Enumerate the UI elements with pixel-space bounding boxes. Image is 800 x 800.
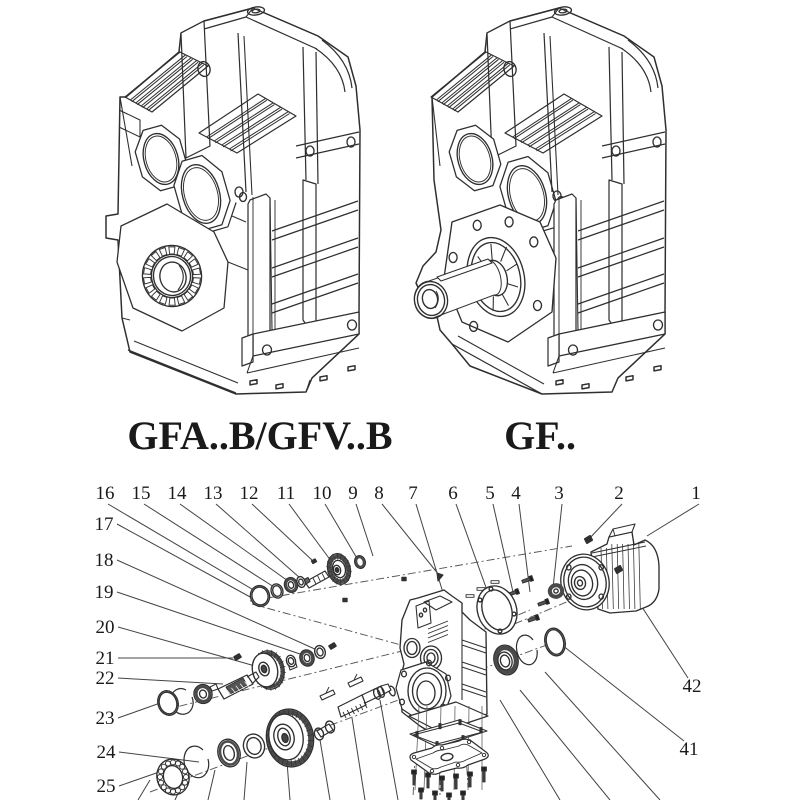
svg-text:19: 19 xyxy=(95,582,114,603)
svg-text:41: 41 xyxy=(680,739,699,760)
svg-text:25: 25 xyxy=(97,776,116,797)
svg-text:23: 23 xyxy=(96,708,115,729)
svg-text:17: 17 xyxy=(95,514,114,535)
svg-text:16: 16 xyxy=(96,483,115,504)
svg-text:13: 13 xyxy=(204,483,223,504)
svg-text:3: 3 xyxy=(554,483,564,504)
svg-text:7: 7 xyxy=(408,483,418,504)
svg-text:5: 5 xyxy=(485,483,495,504)
svg-text:2: 2 xyxy=(614,483,624,504)
svg-text:14: 14 xyxy=(168,483,188,504)
svg-text:21: 21 xyxy=(96,648,115,669)
svg-text:12: 12 xyxy=(240,483,259,504)
svg-text:6: 6 xyxy=(448,483,458,504)
svg-text:22: 22 xyxy=(96,668,115,689)
svg-text:20: 20 xyxy=(96,617,115,638)
svg-text:15: 15 xyxy=(132,483,151,504)
svg-text:24: 24 xyxy=(97,742,117,763)
svg-text:11: 11 xyxy=(277,483,295,504)
svg-text:GFA..B/GFV..B: GFA..B/GFV..B xyxy=(127,413,392,458)
svg-text:10: 10 xyxy=(313,483,332,504)
svg-text:9: 9 xyxy=(348,483,358,504)
svg-text:18: 18 xyxy=(95,550,114,571)
svg-text:4: 4 xyxy=(511,483,521,504)
svg-text:GF..: GF.. xyxy=(504,413,576,458)
svg-text:8: 8 xyxy=(374,483,384,504)
svg-text:1: 1 xyxy=(691,483,701,504)
svg-text:42: 42 xyxy=(683,676,702,697)
